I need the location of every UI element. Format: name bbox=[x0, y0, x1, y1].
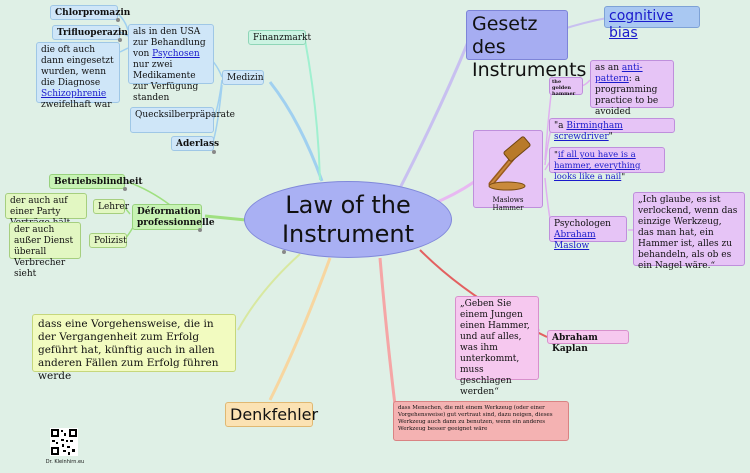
hammer-icon bbox=[488, 136, 531, 191]
maslows-hammer-label: Maslows Hammer bbox=[492, 196, 524, 212]
qr-code-icon bbox=[50, 428, 78, 456]
chlorpromazin-label: Chlorpromazin bbox=[55, 8, 131, 18]
deformation-professionnelle-label: Déformation professionnelle bbox=[137, 207, 215, 228]
definition-node[interactable]: dass Menschen, die mit einem Werkzeug (o… bbox=[393, 401, 569, 441]
deformation-professionnelle-node[interactable]: Déformation professionnelle bbox=[132, 204, 215, 230]
trifluoperazin-node[interactable]: Trifluoperazin bbox=[52, 25, 128, 40]
golden-hammer-node[interactable]: the golden hammer bbox=[549, 77, 583, 97]
screwdriver-link[interactable]: screwdriver bbox=[554, 132, 609, 142]
connector-dot bbox=[282, 250, 286, 254]
gesetz-title-line1: Gesetz des bbox=[472, 13, 538, 58]
kaplan-quote-text: „Geben Sie einem Jungen einen Hammer, un… bbox=[460, 299, 530, 397]
lehrer-label: Lehrer bbox=[98, 202, 130, 212]
cognitive-bias-link[interactable]: cognitive bias bbox=[609, 8, 674, 41]
lehrer-description-node[interactable]: der auch auf einer Party Vorträge hält bbox=[5, 193, 87, 228]
birmingham-suffix: " bbox=[608, 132, 613, 142]
lehrer-node[interactable]: Lehrer bbox=[93, 199, 129, 214]
central-topic-node[interactable]: Law of the Instrument bbox=[244, 181, 452, 258]
definition-text: dass Menschen, die mit einem Werkzeug (o… bbox=[398, 405, 553, 432]
quote-close: " bbox=[621, 172, 626, 182]
central-topic-line1: Law of the bbox=[285, 190, 411, 219]
psychologen-maslow-node[interactable]: Psychologen Abraham Maslow bbox=[549, 216, 627, 251]
psychosen-link[interactable]: Psychosen bbox=[152, 49, 200, 59]
abraham-kaplan-label: Abraham Kaplan bbox=[552, 333, 598, 354]
connector-dot bbox=[116, 18, 120, 22]
denkfehler-node[interactable]: Denkfehler bbox=[225, 402, 318, 427]
betriebsblindheit-label: Betriebsblindheit bbox=[54, 177, 143, 187]
chlorpromazin-node[interactable]: Chlorpromazin bbox=[50, 5, 130, 20]
author-credit: Dr. Kleinhirn.eu bbox=[45, 459, 85, 465]
hammer-nail-quote-node[interactable]: "if all you have is a hammer, everything… bbox=[549, 147, 665, 182]
psychologen-label: Psychologen bbox=[554, 219, 611, 229]
schizophrenie-link[interactable]: Schizophrenie bbox=[41, 89, 107, 99]
usa-psychosen-node[interactable]: als in den USA zur Behandlung von Psycho… bbox=[128, 24, 214, 103]
maslows-hammer-node[interactable]: Maslows Hammer bbox=[473, 130, 543, 212]
abraham-maslow-link[interactable]: Abraham Maslow bbox=[554, 230, 596, 251]
connector-dot bbox=[198, 228, 202, 232]
anti-pattern-node[interactable]: as an anti-pattern: a programming practi… bbox=[590, 60, 674, 117]
anti-pattern-link[interactable]: anti-pattern bbox=[595, 63, 643, 84]
past-success-node[interactable]: dass eine Vorgehensweise, die in der Ver… bbox=[32, 314, 236, 382]
connector-dot bbox=[123, 187, 127, 191]
connector-dot bbox=[118, 38, 122, 42]
aderlass-node[interactable]: Aderlass bbox=[171, 136, 219, 151]
birmingham-link[interactable]: Birmingham bbox=[566, 121, 623, 131]
usa-prefix: als in den USA zur Behandlung von bbox=[133, 27, 206, 59]
past-success-text: dass eine Vorgehensweise, die in der Ver… bbox=[38, 318, 219, 382]
polizist-description-text: der auch außer Dienst überall Verbrecher… bbox=[14, 225, 74, 279]
schizophrenie-node[interactable]: die oft auch dann eingesetzt wurden, wen… bbox=[36, 42, 120, 110]
finanzmarkt-label: Finanzmarkt bbox=[253, 33, 312, 43]
polizist-label: Polizist bbox=[94, 236, 127, 246]
trifluoperazin-label: Trifluoperazin bbox=[57, 28, 128, 38]
kaplan-quote-node[interactable]: „Geben Sie einem Jungen einen Hammer, un… bbox=[455, 296, 539, 397]
maslow-german-quote-node[interactable]: „Ich glaube, es ist verlockend, wenn das… bbox=[633, 192, 745, 271]
hammer-nail-link[interactable]: if all you have is a hammer, everything … bbox=[554, 150, 641, 182]
schizo-suffix: zweifelhaft war bbox=[41, 100, 112, 110]
betriebsblindheit-node[interactable]: Betriebsblindheit bbox=[49, 174, 143, 189]
central-topic-line2: Instrument bbox=[281, 219, 415, 248]
finanzmarkt-node[interactable]: Finanzmarkt bbox=[248, 30, 311, 45]
usa-suffix: nur zwei Medikamente zur Verfügung stand… bbox=[133, 60, 199, 103]
maslow-german-quote-text: „Ich glaube, es ist verlockend, wenn das… bbox=[638, 195, 738, 271]
quecksilber-label: Quecksilberpräparate bbox=[135, 110, 235, 120]
birmingham-screwdriver-node[interactable]: "a Birmingham screwdriver" bbox=[549, 118, 675, 142]
gesetz-des-instruments-node[interactable]: Gesetz des Instruments bbox=[466, 10, 586, 81]
polizist-description-node[interactable]: der auch außer Dienst überall Verbrecher… bbox=[9, 222, 81, 279]
medizin-node[interactable]: Medizin bbox=[222, 70, 264, 85]
connector-dot bbox=[212, 150, 216, 154]
gesetz-title-line2: Instruments bbox=[472, 59, 587, 81]
aderlass-label: Aderlass bbox=[176, 139, 220, 149]
birmingham-prefix: "a bbox=[554, 121, 567, 131]
schizo-prefix: die oft auch dann eingesetzt wurden, wen… bbox=[41, 45, 114, 88]
abraham-kaplan-node[interactable]: Abraham Kaplan bbox=[547, 330, 629, 354]
anti-pattern-suffix: : a programming practice to be avoided bbox=[595, 74, 659, 117]
golden-hammer-label: the golden hammer bbox=[552, 79, 576, 97]
denkfehler-label: Denkfehler bbox=[230, 405, 319, 424]
quote-open: " bbox=[554, 150, 558, 160]
anti-pattern-prefix: as an bbox=[595, 63, 622, 73]
quecksilber-node[interactable]: Quecksilberpräparate bbox=[130, 107, 235, 133]
medizin-label: Medizin bbox=[227, 73, 264, 83]
polizist-node[interactable]: Polizist bbox=[89, 233, 127, 248]
cognitive-bias-node[interactable]: cognitive bias bbox=[604, 6, 700, 41]
